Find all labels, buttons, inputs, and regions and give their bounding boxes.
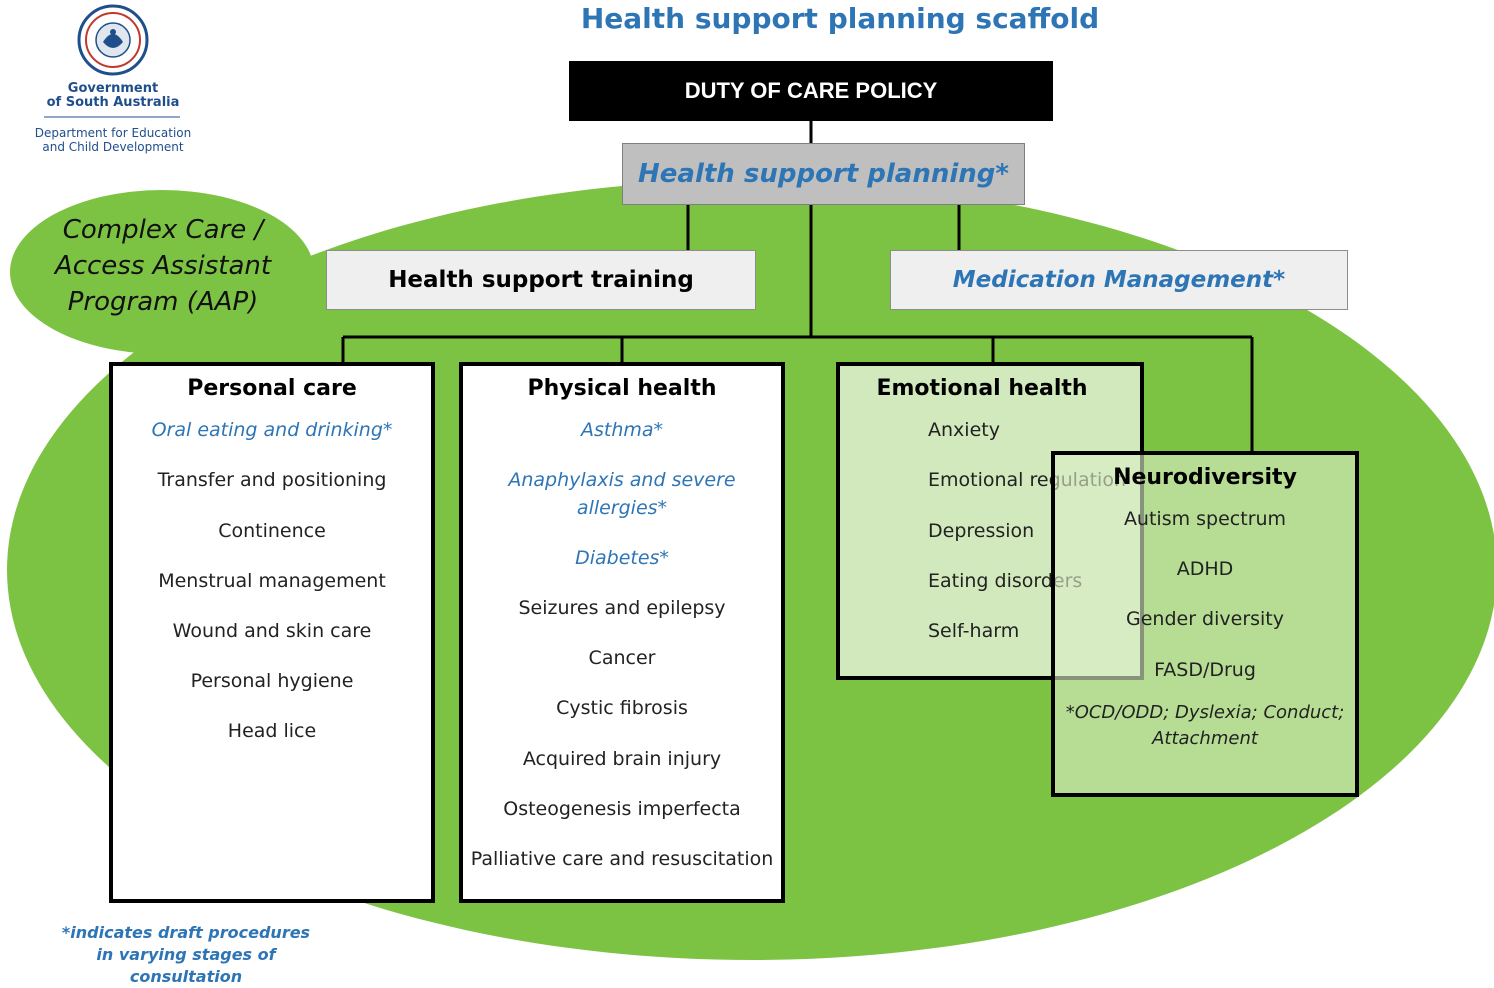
physical-health-title: Physical health: [527, 376, 717, 401]
connector-lines: [341, 121, 1254, 451]
physical-health-item: Seizures and epilepsy: [518, 597, 726, 619]
emotional-health-item: Depression: [928, 520, 1035, 542]
personal-care-item: Menstrual management: [158, 570, 386, 592]
emotional-health-item: Anxiety: [928, 419, 1000, 441]
complex-care-line-2: Access Assistant: [54, 251, 272, 281]
neurodiversity-item: Autism spectrum: [1123, 508, 1287, 530]
personal-care-item: Oral eating and drinking*: [151, 419, 393, 441]
emotional-health-title: Emotional health: [876, 376, 1088, 401]
neurodiversity-item: ADHD: [1176, 558, 1234, 580]
draft-footnote: *indicates draft procedures in varying s…: [61, 923, 311, 986]
duty-of-care-box: DUTY OF CARE POLICY: [569, 61, 1053, 121]
logo-line-3: Department for Education: [34, 126, 192, 140]
medication-management-box: Medication Management*: [890, 250, 1348, 310]
logo-government-text: Government of South Australia: [30, 82, 196, 110]
physical-health-item: Anaphylaxis and severe allergies*: [508, 469, 736, 519]
logo-line-2: of South Australia: [46, 95, 180, 110]
personal-care-item: Personal hygiene: [190, 670, 354, 692]
personal-care-item: Continence: [218, 520, 326, 542]
complex-care-line-3: Program (AAP): [67, 287, 259, 317]
emotional-health-item: Eating disorders: [928, 570, 1083, 592]
personal-care-item: Transfer and positioning: [157, 469, 387, 491]
personal-care-item: Head lice: [227, 720, 317, 742]
government-seal-logo: [77, 4, 149, 76]
page-title: Health support planning scaffold: [580, 2, 1100, 35]
health-support-training-box: Health support training: [326, 250, 756, 310]
physical-health-item: Diabetes*: [575, 547, 669, 569]
complex-care-label: Complex Care / Access Assistant Program …: [30, 212, 296, 320]
neurodiversity-box: Neurodiversity Autism spectrum ADHD Gend…: [1051, 451, 1359, 797]
health-support-planning-box: Health support planning*: [622, 143, 1025, 205]
logo-divider: [44, 116, 180, 118]
physical-health-item: Palliative care and resuscitation: [470, 848, 774, 870]
physical-health-item: Cystic fibrosis: [556, 697, 688, 719]
complex-care-oval: [10, 190, 314, 354]
personal-care-item: Wound and skin care: [172, 620, 372, 642]
physical-health-item: Acquired brain injury: [522, 748, 722, 770]
neurodiversity-note: *OCD/ODD; Dyslexia; Conduct; Attachment: [1065, 702, 1345, 749]
logo-line-4: and Child Development: [42, 140, 184, 154]
complex-care-line-1: Complex Care /: [62, 215, 264, 245]
neurodiversity-item: FASD/Drug: [1154, 659, 1256, 681]
physical-health-box: Physical health Asthma* Anaphylaxis and …: [459, 362, 785, 903]
neurodiversity-title: Neurodiversity: [1113, 465, 1297, 490]
physical-health-item: Asthma*: [580, 419, 664, 441]
physical-health-item: Osteogenesis imperfecta: [503, 798, 741, 820]
logo-department-text: Department for Education and Child Devel…: [30, 126, 196, 154]
logo-line-1: Government: [67, 81, 159, 96]
physical-health-item: Cancer: [588, 647, 656, 669]
personal-care-title: Personal care: [187, 376, 357, 401]
personal-care-box: Personal care Oral eating and drinking* …: [109, 362, 435, 903]
neurodiversity-item: Gender diversity: [1125, 608, 1284, 630]
emotional-health-item: Self-harm: [928, 620, 1020, 642]
